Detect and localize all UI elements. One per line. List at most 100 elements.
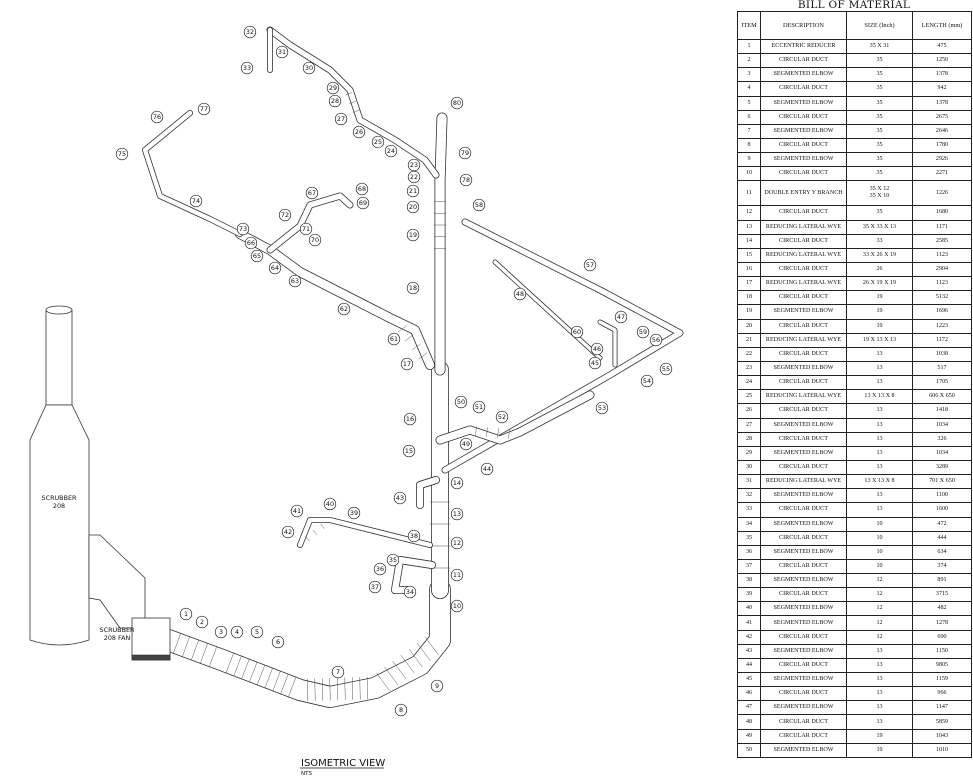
bom-description-cell: SEGMENTED ELBOW — [760, 123, 847, 139]
callout-balloon — [407, 529, 421, 543]
segment-seam — [321, 678, 324, 701]
callout-number: 8 — [399, 706, 403, 714]
bom-description-cell: CIRCULAR DUCT — [760, 346, 847, 362]
segment-seam — [352, 109, 360, 113]
callout-66: 66 — [244, 236, 258, 250]
callout-74: 74 — [189, 194, 203, 208]
bom-item-cell: 41 — [737, 615, 761, 631]
callout-75: 75 — [115, 147, 129, 161]
bom-description-cell: SEGMENTED ELBOW — [760, 488, 847, 504]
bom-item-cell: 3 — [737, 67, 761, 83]
callout-balloon — [302, 61, 316, 75]
bom-size-cell: 13 — [846, 459, 913, 476]
bom-length-cell: 1159 — [912, 672, 972, 688]
callout-14: 14 — [450, 476, 464, 490]
segment-seam — [314, 678, 316, 701]
callout-balloon — [337, 302, 351, 316]
callout-number: 49 — [462, 440, 470, 448]
callout-28: 28 — [328, 94, 342, 108]
callout-number: 6 — [276, 638, 280, 646]
bom-description-cell: CIRCULAR DUCT — [760, 109, 847, 125]
callout-number: 40 — [326, 500, 334, 508]
bom-length-cell: 1226 — [912, 180, 972, 207]
segment-seam — [497, 428, 499, 438]
segment-seam — [475, 426, 477, 436]
scrubber-fan-label-line: 208 FAN — [104, 634, 131, 642]
bom-description-cell: SEGMENTED ELBOW — [760, 742, 847, 758]
segment-seam — [190, 639, 200, 661]
bom-item-cell: 43 — [737, 643, 761, 659]
bom-length-cell: 1705 — [912, 375, 972, 391]
bom-length-cell: 942 — [912, 81, 972, 97]
callout-36: 36 — [373, 562, 387, 576]
segment-seam — [425, 636, 439, 656]
bom-col-size: SIZE (Inch) — [846, 11, 913, 40]
segment-seam — [344, 677, 346, 701]
callout-number: 33 — [243, 64, 251, 72]
segment-seam — [397, 325, 407, 333]
callout-11: 11 — [450, 568, 464, 582]
callout-number: 60 — [573, 328, 581, 336]
bom-description-cell: CIRCULAR DUCT — [760, 728, 847, 744]
callout-number: 63 — [291, 277, 299, 285]
callout-balloon — [355, 182, 369, 196]
view-scale: NTS — [301, 771, 312, 777]
bom-description-cell: SEGMENTED ELBOW — [760, 573, 847, 589]
callout-number: 62 — [340, 305, 348, 313]
callout-15: 15 — [402, 444, 416, 458]
bom-size-cell: 26 X 19 X 19 — [846, 276, 913, 292]
callout-balloon — [281, 525, 295, 539]
segment-seam — [225, 652, 234, 674]
callout-balloon — [271, 635, 285, 649]
callout-52: 52 — [495, 410, 509, 424]
callout-38: 38 — [407, 529, 421, 543]
callout-number: 55 — [662, 365, 670, 373]
callout-balloon — [243, 25, 257, 39]
bom-item-cell: 16 — [737, 261, 761, 278]
bom-size-cell: 33 X 26 X 19 — [846, 247, 913, 263]
branch-duct-46-fill — [598, 320, 617, 367]
callout-80: 80 — [450, 96, 464, 110]
bom-size-cell: 35 — [846, 123, 913, 139]
callout-balloon — [179, 607, 193, 621]
segment-seam — [288, 676, 297, 698]
branch-duct-73-77-fill — [142, 110, 243, 237]
callout-balloon — [459, 173, 473, 187]
bom-description-cell: CIRCULAR DUCT — [760, 53, 847, 69]
bom-item-cell: 48 — [737, 714, 761, 730]
callout-13: 13 — [450, 507, 464, 521]
callout-balloon — [347, 506, 361, 520]
callout-balloon — [649, 333, 663, 347]
callout-balloon — [373, 562, 387, 576]
bom-length-cell: 891 — [912, 573, 972, 589]
callout-number: 20 — [409, 203, 417, 211]
bom-size-cell: 35 X 33 X 13 — [846, 219, 913, 235]
callout-number: 36 — [376, 565, 384, 573]
bom-item-cell: 29 — [737, 445, 761, 461]
scrubber-stack-top — [45, 305, 73, 315]
bom-description-cell: CIRCULAR DUCT — [760, 166, 847, 182]
callout-number: 34 — [406, 588, 414, 596]
callout-76: 76 — [150, 110, 164, 124]
callout-number: 50 — [457, 398, 465, 406]
callout-balloon — [513, 287, 527, 301]
bom-length-cell: 326 — [912, 431, 972, 447]
bom-length-cell: 1278 — [912, 615, 972, 631]
branch-duct-13-fill — [267, 27, 439, 178]
bom-length-cell: 2904 — [912, 261, 972, 278]
scrubber-body — [29, 404, 90, 646]
callout-balloon — [371, 135, 385, 149]
